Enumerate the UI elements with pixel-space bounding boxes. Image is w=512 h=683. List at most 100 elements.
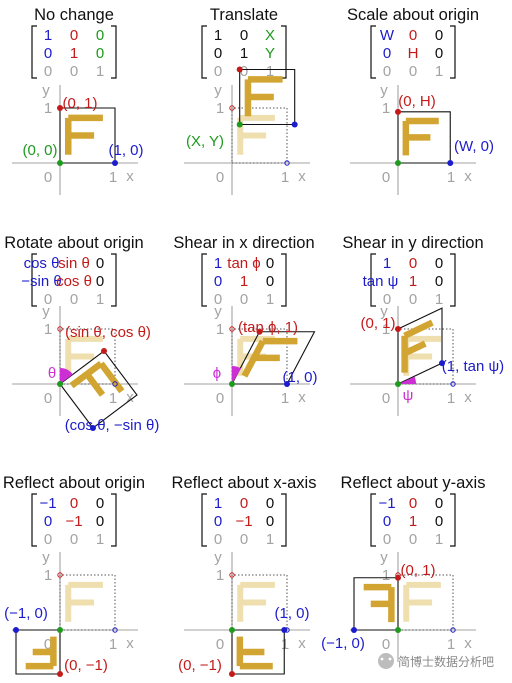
panel-title: Reflect about y-axis — [341, 474, 486, 492]
matrix-bracket-right — [111, 253, 117, 307]
original-e1-dot — [284, 160, 290, 166]
transformed-square — [15, 629, 61, 675]
matrix-cell: 0 — [240, 495, 248, 512]
matrix-cell: 1 — [70, 45, 78, 62]
point-label: (sin θ, cos θ) — [65, 324, 151, 341]
e1-dot — [284, 381, 290, 387]
matrix-bracket-right — [450, 493, 456, 547]
matrix-cell: 0 — [435, 27, 443, 44]
original-square — [59, 574, 116, 631]
transformed-f-shape — [403, 340, 427, 357]
matrix-cell: 1 — [266, 531, 274, 548]
x-axis-label: x — [126, 389, 134, 406]
matrix-cell: 1 — [266, 63, 274, 80]
point-label: (−1, 0) — [321, 635, 365, 652]
matrix-cell: X — [265, 27, 275, 44]
matrix-cell: 0 — [435, 513, 443, 530]
matrix-bracket-right — [450, 25, 456, 79]
tick-label-zero: 0 — [44, 636, 52, 653]
original-e1-dot — [112, 627, 118, 633]
matrix-cell: 0 — [240, 531, 248, 548]
e1-dot — [439, 360, 445, 367]
matrix-cell: Y — [265, 45, 275, 62]
transformed-f-shape — [69, 360, 103, 389]
matrix-bracket-right — [281, 25, 287, 79]
origin-dot — [57, 160, 63, 166]
transformed-square — [397, 111, 451, 164]
matrix-bracket-right — [111, 493, 117, 547]
matrix-bracket-left — [31, 25, 37, 79]
matrix-cell: 0 — [266, 255, 274, 272]
matrix-cell: 1 — [435, 291, 443, 308]
tick-label-one-y: 1 — [44, 321, 52, 338]
matrix-cell: sin θ — [58, 255, 90, 272]
matrix-bracket-left — [370, 25, 376, 79]
original-e2-dot — [229, 572, 235, 578]
transformed-square — [397, 307, 443, 385]
matrix-cell: 1 — [44, 27, 52, 44]
e2-dot — [395, 108, 401, 115]
transformed-square — [59, 350, 138, 429]
matrix-cell: 0 — [383, 63, 391, 80]
matrix-cell: 0 — [70, 291, 78, 308]
matrix-cell: 0 — [214, 45, 222, 62]
panel-title: Scale about origin — [347, 6, 479, 24]
matrix-cell: 0 — [70, 27, 78, 44]
point-label: (1, tan ψ) — [442, 358, 504, 375]
e1-dot — [291, 121, 298, 128]
e2-dot — [395, 574, 401, 581]
e2-dot — [236, 66, 243, 73]
matrix-cell: cos θ — [24, 255, 60, 272]
angle-wedge — [60, 368, 73, 384]
matrix-bracket-left — [370, 493, 376, 547]
matrix-cell: 1 — [435, 531, 443, 548]
matrix-bracket-right — [281, 253, 287, 307]
tick-label-one-x: 1 — [109, 390, 117, 407]
tick-label-zero: 0 — [382, 636, 390, 653]
matrix-cell: 0 — [96, 255, 104, 272]
origin-dot — [236, 121, 243, 128]
matrix-cell: 0 — [266, 495, 274, 512]
transformed-square — [231, 331, 316, 385]
matrix-cell: 1 — [409, 273, 417, 290]
matrix-cell: tan ψ — [363, 273, 399, 290]
watermark-text: 简博士数据分析吧 — [398, 654, 494, 669]
e1-dot — [13, 627, 19, 633]
matrix-cell: 1 — [96, 531, 104, 548]
point-label: ψ — [403, 387, 414, 404]
original-square — [59, 328, 116, 385]
point-label: (0, 1) — [62, 95, 97, 112]
point-label: (0, 0) — [22, 142, 57, 159]
matrix-cell: 0 — [96, 513, 104, 530]
transformed-square — [231, 629, 285, 675]
transformed-f-shape — [98, 361, 125, 394]
original-square — [231, 574, 288, 631]
point-label: (0, H) — [398, 93, 436, 110]
matrix-cell: 0 — [383, 513, 391, 530]
matrix-cell: 1 — [96, 291, 104, 308]
matrix-cell: 0 — [44, 63, 52, 80]
matrix-cell: 0 — [266, 273, 274, 290]
panel-title: Shear in x direction — [173, 234, 314, 252]
transformed-square — [59, 107, 116, 164]
matrix-cell: 1 — [96, 63, 104, 80]
matrix-cell: 1 — [214, 255, 222, 272]
matrix-cell: 0 — [70, 495, 78, 512]
tick-label-zero: 0 — [216, 636, 224, 653]
e1-dot — [447, 160, 454, 166]
e2-dot — [57, 105, 63, 111]
matrix-cell: −1 — [65, 513, 82, 530]
matrix-cell: 1 — [266, 291, 274, 308]
panel-title: Rotate about origin — [4, 234, 143, 252]
matrix-cell: 0 — [96, 27, 104, 44]
matrix-cell: 0 — [383, 531, 391, 548]
matrix-cell: 1 — [383, 255, 391, 272]
matrix-cell: 0 — [70, 531, 78, 548]
matrix-cell: 0 — [44, 45, 52, 62]
x-axis-label: x — [126, 635, 134, 652]
e2-dot — [395, 326, 401, 332]
matrix-bracket-left — [31, 253, 37, 307]
